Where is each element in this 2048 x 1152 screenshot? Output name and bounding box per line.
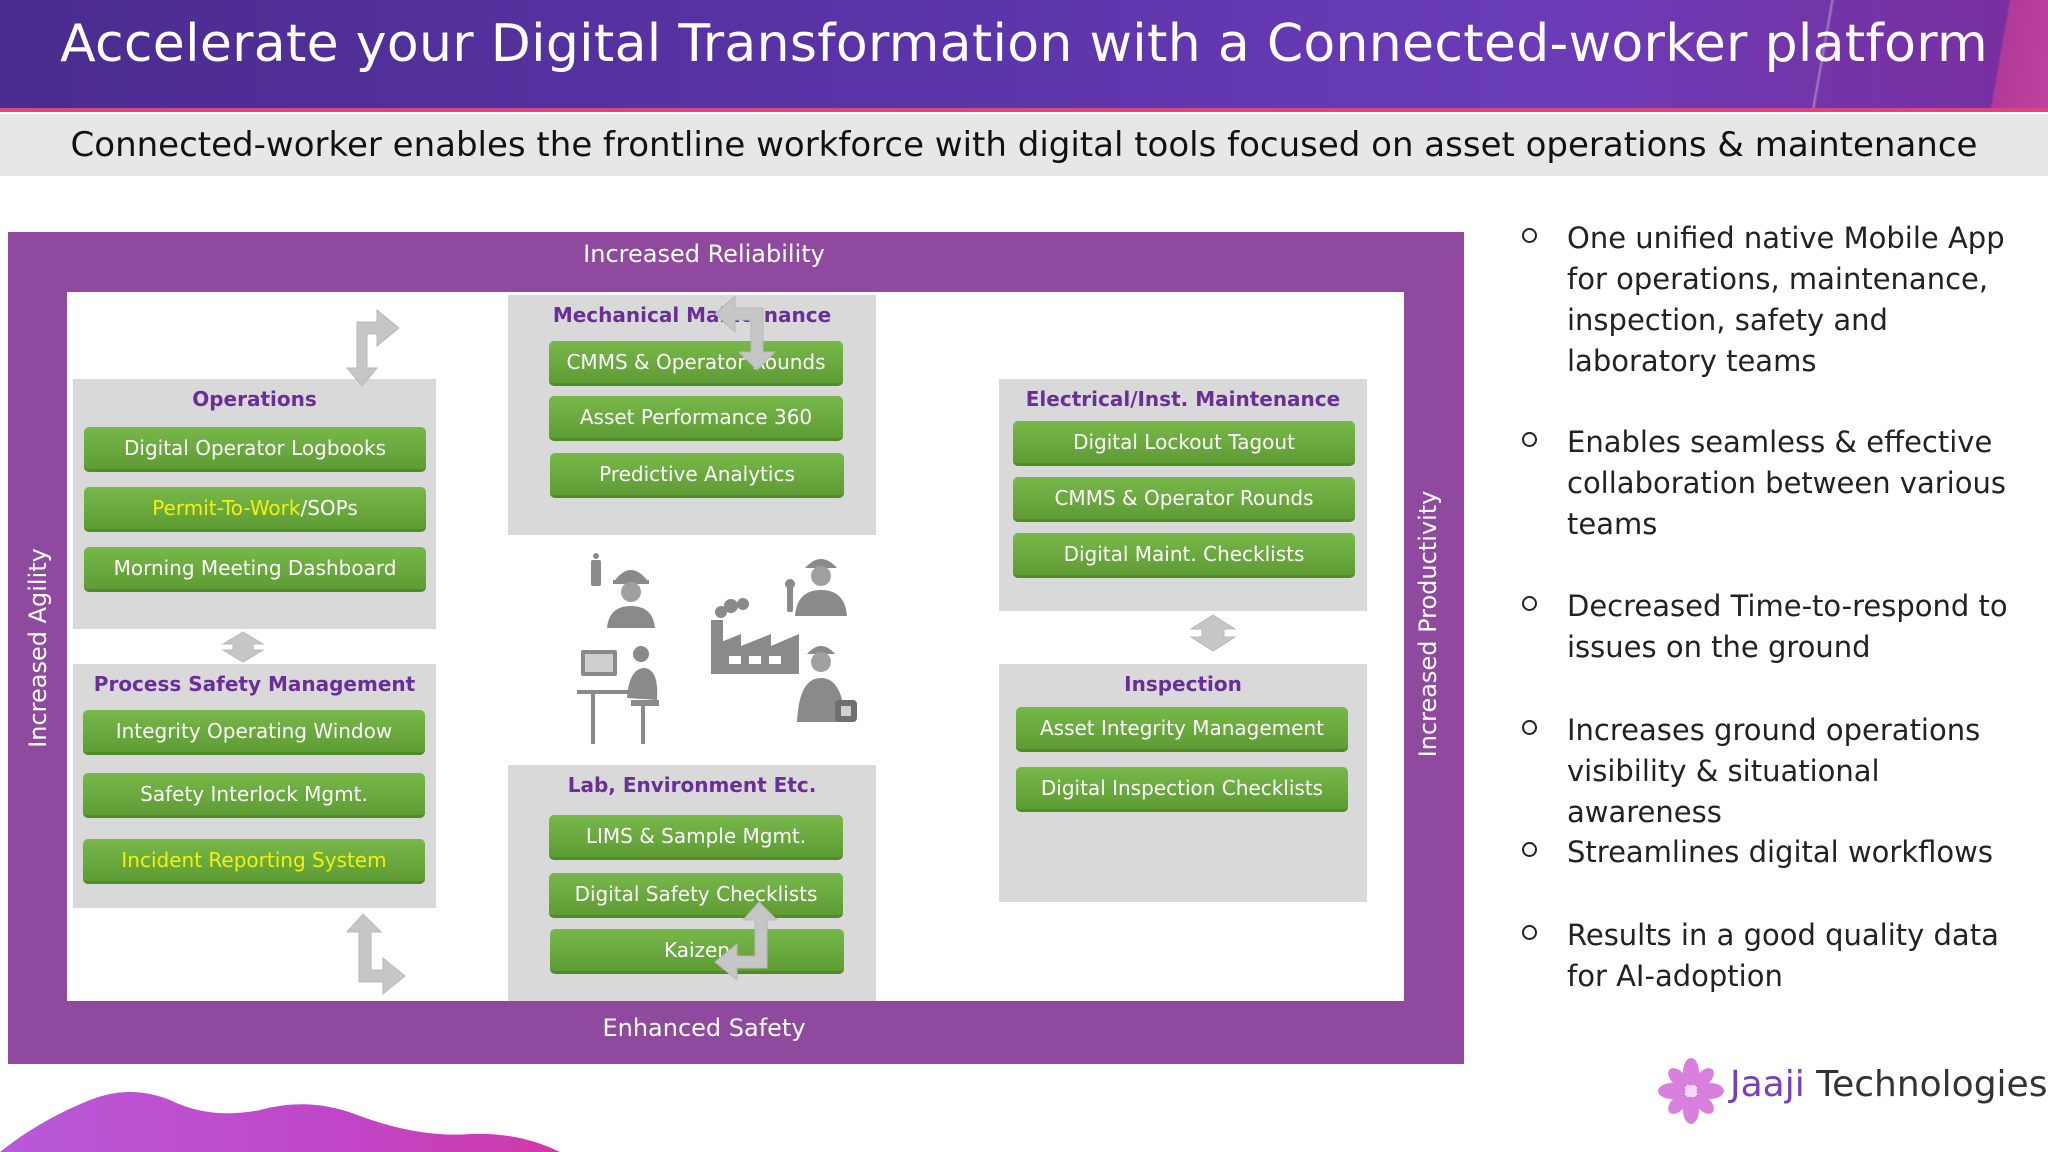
panel-operations: Operations Digital Operator Logbooks Per… (73, 379, 436, 629)
item-digital-maint-checklists[interactable]: Digital Maint. Checklists (1013, 533, 1355, 578)
label-increased-productivity: Increased Productivity (1414, 490, 1442, 758)
circle-bullet-icon (1522, 842, 1537, 857)
panel-lab-environment: Lab, Environment Etc. LIMS & Sample Mgmt… (508, 765, 876, 1001)
panel-mechanical-maintenance: Mechanical Maintenance CMMS & Operator R… (508, 295, 876, 535)
panel-title: Electrical/Inst. Maintenance (1025, 387, 1341, 411)
diagram-frame: Increased Reliability Enhanced Safety In… (8, 232, 1464, 1064)
company-logo: Jaaji Technologies (1656, 1056, 2047, 1126)
operator-at-computer-icon (577, 646, 659, 744)
circle-bullet-icon (1522, 720, 1537, 735)
item-kaizen[interactable]: Kaizen (550, 929, 844, 974)
factory-icon (711, 598, 799, 674)
circle-bullet-icon (1522, 596, 1537, 611)
workforce-illustration (577, 553, 857, 744)
arrow-icon (345, 308, 400, 387)
arrow-icon (1189, 614, 1237, 652)
panel-title: Operations (192, 387, 317, 411)
engineer-icon (591, 553, 655, 628)
circle-bullet-icon (1522, 228, 1537, 243)
item-digital-safety-checklists[interactable]: Digital Safety Checklists (549, 873, 843, 918)
diagram-canvas: Operations Digital Operator Logbooks Per… (67, 292, 1404, 1001)
header-banner: Accelerate your Digital Transformation w… (0, 0, 2048, 112)
header-stripe-decoration (1970, 0, 2048, 112)
circle-bullet-icon (1522, 925, 1537, 940)
panel-title: Mechanical Maintenance (552, 303, 832, 327)
item-predictive-analytics[interactable]: Predictive Analytics (550, 453, 844, 498)
label-increased-reliability: Increased Reliability (583, 240, 825, 268)
item-cmms-operator-rounds[interactable]: CMMS & Operator Rounds (549, 341, 843, 386)
panel-process-safety: Process Safety Management Integrity Oper… (73, 664, 436, 908)
highlight-text: Permit-To-Work (152, 496, 301, 520)
logo-suffix: Technologies (1804, 1064, 2048, 1105)
label-increased-agility: Increased Agility (24, 548, 52, 748)
decorative-wave (0, 1092, 560, 1152)
item-cmms-operator-rounds[interactable]: CMMS & Operator Rounds (1013, 477, 1355, 522)
panel-title: Inspection (1124, 672, 1242, 696)
item-morning-meeting-dashboard[interactable]: Morning Meeting Dashboard (84, 547, 426, 592)
page-title: Accelerate your Digital Transformation w… (60, 14, 1988, 74)
item-permit-to-work[interactable]: Permit-To-Work/SOPs (84, 487, 426, 532)
panel-inspection: Inspection Asset Integrity Management Di… (999, 664, 1367, 902)
safety-officer-icon (797, 646, 857, 722)
item-asset-integrity-management[interactable]: Asset Integrity Management (1016, 707, 1348, 752)
item-digital-lockout-tagout[interactable]: Digital Lockout Tagout (1013, 421, 1355, 466)
arrow-icon (221, 631, 265, 663)
page-subtitle: Connected-worker enables the frontline w… (70, 125, 1978, 165)
label-enhanced-safety: Enhanced Safety (602, 1014, 806, 1042)
item-integrity-operating-window[interactable]: Integrity Operating Window (83, 710, 425, 755)
logo-brand: Jaaji (1730, 1064, 1805, 1105)
header-divider (0, 108, 2048, 112)
circle-bullet-icon (1522, 432, 1537, 447)
header-stripe-decoration (1790, 0, 1860, 112)
panel-title: Process Safety Management (93, 672, 416, 696)
subtitle-bar: Connected-worker enables the frontline w… (0, 114, 2048, 176)
arrow-icon (345, 913, 406, 996)
highlight-text: Incident Reporting System (121, 848, 387, 872)
item-incident-reporting-system[interactable]: Incident Reporting System (83, 839, 425, 884)
panel-electrical-maintenance: Electrical/Inst. Maintenance Digital Loc… (999, 379, 1367, 611)
item-digital-inspection-checklists[interactable]: Digital Inspection Checklists (1016, 767, 1348, 812)
item-safety-interlock-mgmt[interactable]: Safety Interlock Mgmt. (83, 773, 425, 818)
panel-title: Lab, Environment Etc. (567, 773, 817, 797)
item-lims-sample-mgmt[interactable]: LIMS & Sample Mgmt. (549, 815, 843, 860)
item-asset-performance-360[interactable]: Asset Performance 360 (549, 396, 843, 441)
item-digital-operator-logbooks[interactable]: Digital Operator Logbooks (84, 427, 426, 472)
flower-logo-icon (1658, 1058, 1724, 1124)
mechanic-icon (785, 559, 847, 616)
